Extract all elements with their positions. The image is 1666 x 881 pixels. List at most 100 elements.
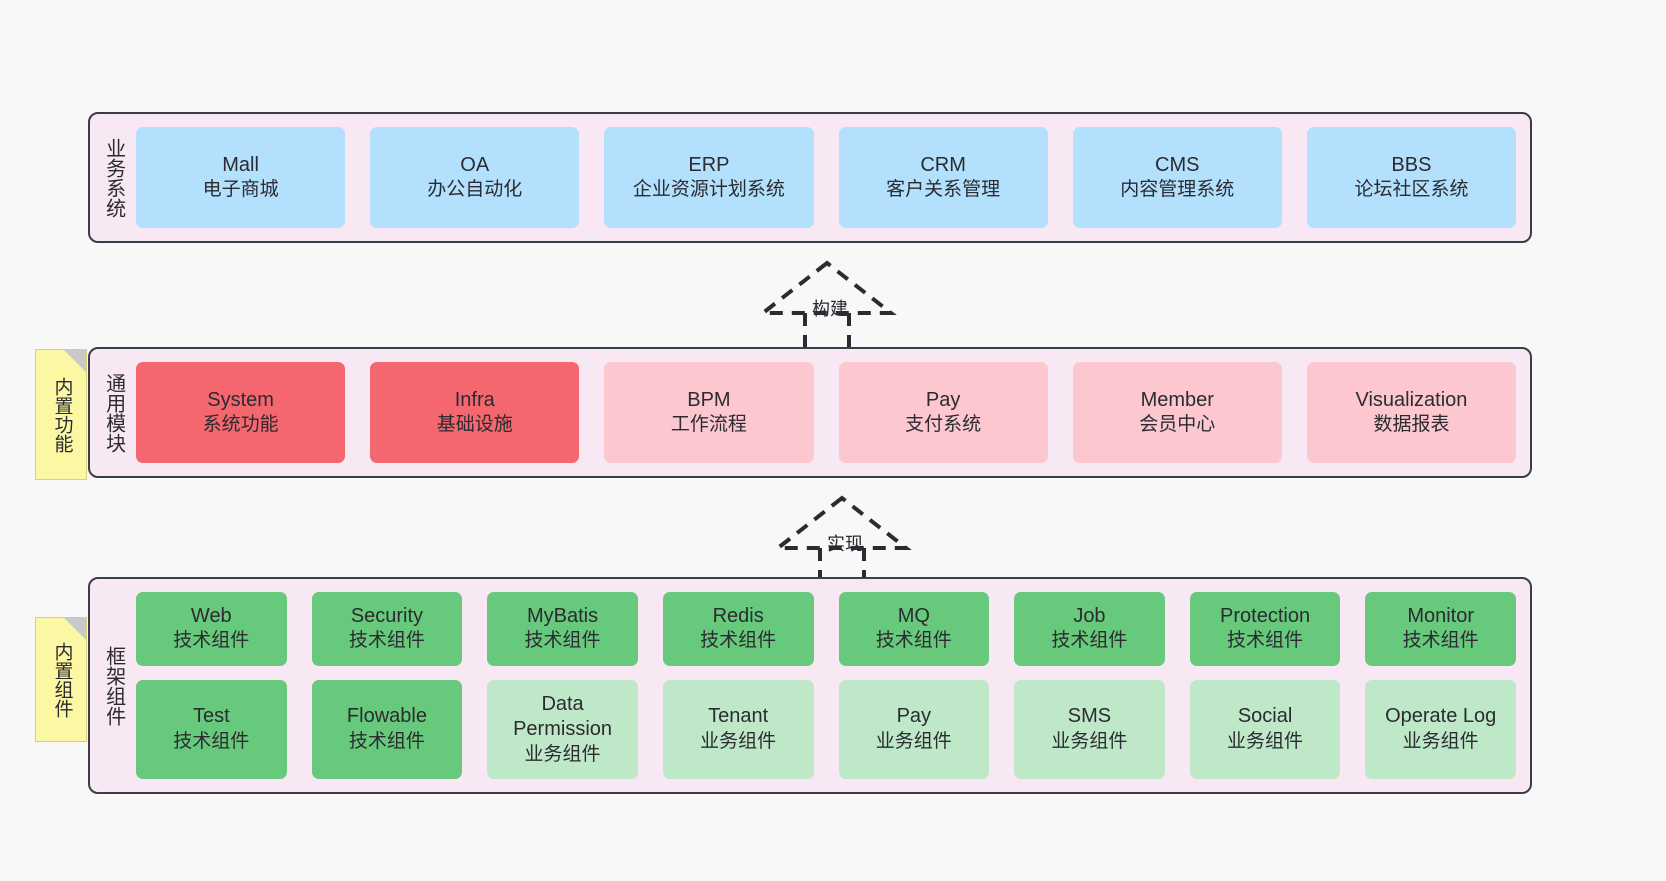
node-rows: Mall 电子商城 OA 办公自动化 ERP 企业资源计划系统 CRM 客户关系…: [136, 114, 1517, 241]
node-subtitle: 业务组件: [700, 730, 777, 752]
node-subtitle: 业务组件: [1402, 730, 1479, 752]
node-crm[interactable]: CRM 客户关系管理: [838, 127, 1048, 228]
layer-title-common-modules: 通用模块: [102, 372, 125, 453]
note-builtin-functions: 内置功能: [35, 349, 87, 480]
node-monitor[interactable]: Monitor 技术组件: [1365, 592, 1516, 666]
layer-title-business-systems: 业务系统: [102, 137, 125, 218]
node-subtitle: 电子商城: [202, 179, 279, 201]
node-visualization[interactable]: Visualization 数据报表: [1306, 362, 1517, 463]
node-title: OA: [460, 153, 490, 176]
node-mybatis[interactable]: MyBatis 技术组件: [487, 592, 638, 666]
node-oa[interactable]: OA 办公自动化: [370, 127, 580, 228]
node-title: Web: [190, 604, 232, 627]
node-infra[interactable]: Infra 基础设施: [370, 362, 580, 463]
node-title: SMS: [1067, 705, 1112, 728]
node-title: Mall: [222, 153, 259, 176]
node-title: Flowable: [346, 705, 427, 728]
node-subtitle: 技术组件: [1227, 630, 1304, 652]
node-operate-log[interactable]: Operate Log 业务组件: [1365, 679, 1516, 779]
node-subtitle: 技术组件: [348, 730, 425, 752]
layer-title-framework-components: 框架组件: [102, 645, 125, 726]
note-builtin-components: 内置组件: [35, 617, 87, 742]
connector-implement: 实现: [760, 490, 930, 590]
node-subtitle: 系统功能: [202, 414, 279, 436]
layer-nodes-common-modules: System 系统功能 Infra 基础设施 BPM 工作流程 Pay 支付系统: [136, 349, 1530, 476]
node-subtitle: 会员中心: [1139, 414, 1216, 436]
node-row-business: Test 技术组件 Flowable 技术组件 Data Permission …: [136, 679, 1516, 779]
node-redis[interactable]: Redis 技术组件: [662, 592, 814, 666]
node-mq[interactable]: MQ 技术组件: [838, 592, 990, 666]
node-tenant[interactable]: Tenant 业务组件: [662, 679, 814, 779]
node-title: Test: [192, 705, 230, 728]
node-subtitle: 企业资源计划系统: [632, 179, 785, 201]
node-subtitle: 技术组件: [173, 630, 250, 652]
node-social[interactable]: Social 业务组件: [1189, 679, 1341, 779]
node-subtitle: 技术组件: [700, 630, 777, 652]
node-row-technical: Web 技术组件 Security 技术组件 MyBatis 技术组件 Redi…: [136, 592, 1516, 666]
node-title: CMS: [1155, 153, 1200, 176]
node-subtitle: 技术组件: [875, 630, 952, 652]
node-title: Pay: [896, 705, 932, 728]
node-title: Protection: [1220, 604, 1311, 627]
connector-build: 构建: [745, 255, 915, 355]
node-title: Data Permission: [513, 692, 613, 741]
node-subtitle: 办公自动化: [427, 179, 523, 201]
node-mall[interactable]: Mall 电子商城: [136, 127, 346, 228]
node-security[interactable]: Security 技术组件: [311, 592, 463, 666]
note-label: 内置组件: [51, 641, 73, 718]
node-subtitle: 基础设施: [436, 414, 513, 436]
node-subtitle: 技术组件: [524, 630, 601, 652]
layer-business-systems: 业务系统 Mall 电子商城 OA 办公自动化 ERP 企业资源计划系统: [88, 112, 1532, 243]
node-subtitle: 技术组件: [1051, 630, 1128, 652]
node-rows: Web 技术组件 Security 技术组件 MyBatis 技术组件 Redi…: [136, 579, 1516, 792]
connector-build-label: 构建: [812, 299, 848, 319]
node-title: Security: [350, 604, 424, 627]
node-system[interactable]: System 系统功能: [136, 362, 346, 463]
node-bbs[interactable]: BBS 论坛社区系统: [1306, 127, 1517, 228]
node-subtitle: 业务组件: [875, 730, 952, 752]
node-data-permission[interactable]: Data Permission 业务组件: [487, 679, 638, 779]
node-title: Tenant: [708, 705, 769, 728]
node-title: Job: [1073, 604, 1106, 627]
node-title: MyBatis: [527, 604, 599, 627]
node-member[interactable]: Member 会员中心: [1072, 362, 1282, 463]
connector-implement-label: 实现: [827, 534, 863, 554]
node-title: Operate Log: [1385, 705, 1497, 728]
node-protection[interactable]: Protection 技术组件: [1189, 592, 1341, 666]
node-title: MQ: [897, 604, 930, 627]
node-web[interactable]: Web 技术组件: [136, 592, 287, 666]
node-bpm[interactable]: BPM 工作流程: [604, 362, 814, 463]
note-fold-corner-icon: [64, 350, 86, 372]
node-title: Redis: [712, 604, 764, 627]
connector-build-arrow: [757, 260, 897, 353]
node-pay-component[interactable]: Pay 业务组件: [838, 679, 990, 779]
node-sms[interactable]: SMS 业务组件: [1014, 679, 1165, 779]
node-subtitle: 工作流程: [670, 414, 747, 436]
node-job[interactable]: Job 技术组件: [1014, 592, 1165, 666]
node-title: Member: [1140, 388, 1214, 411]
node-subtitle: 客户关系管理: [886, 179, 1001, 201]
node-cms[interactable]: CMS 内容管理系统: [1072, 127, 1282, 228]
node-title: System: [207, 388, 274, 411]
note-fold-corner-icon: [64, 618, 86, 640]
note-label: 内置功能: [51, 376, 73, 453]
node-pay-module[interactable]: Pay 支付系统: [838, 362, 1048, 463]
node-subtitle: 技术组件: [173, 730, 250, 752]
node-title: Pay: [925, 388, 961, 411]
layer-nodes-business-systems: Mall 电子商城 OA 办公自动化 ERP 企业资源计划系统 CRM 客户关系…: [136, 114, 1530, 241]
node-test[interactable]: Test 技术组件: [136, 679, 287, 779]
node-title: BBS: [1391, 153, 1432, 176]
node-title: Visualization: [1355, 388, 1468, 411]
node-erp[interactable]: ERP 企业资源计划系统: [604, 127, 814, 228]
node-flowable[interactable]: Flowable 技术组件: [311, 679, 463, 779]
node-rows: System 系统功能 Infra 基础设施 BPM 工作流程 Pay 支付系统: [136, 349, 1517, 476]
node-subtitle: 业务组件: [1051, 730, 1128, 752]
node-subtitle: 论坛社区系统: [1354, 179, 1469, 201]
node-subtitle: 数据报表: [1373, 414, 1450, 436]
node-title: Social: [1237, 705, 1293, 728]
node-title: Monitor: [1407, 604, 1475, 627]
node-subtitle: 业务组件: [1227, 730, 1304, 752]
node-row: System 系统功能 Infra 基础设施 BPM 工作流程 Pay 支付系统: [136, 362, 1517, 463]
node-row: Mall 电子商城 OA 办公自动化 ERP 企业资源计划系统 CRM 客户关系…: [136, 127, 1517, 228]
